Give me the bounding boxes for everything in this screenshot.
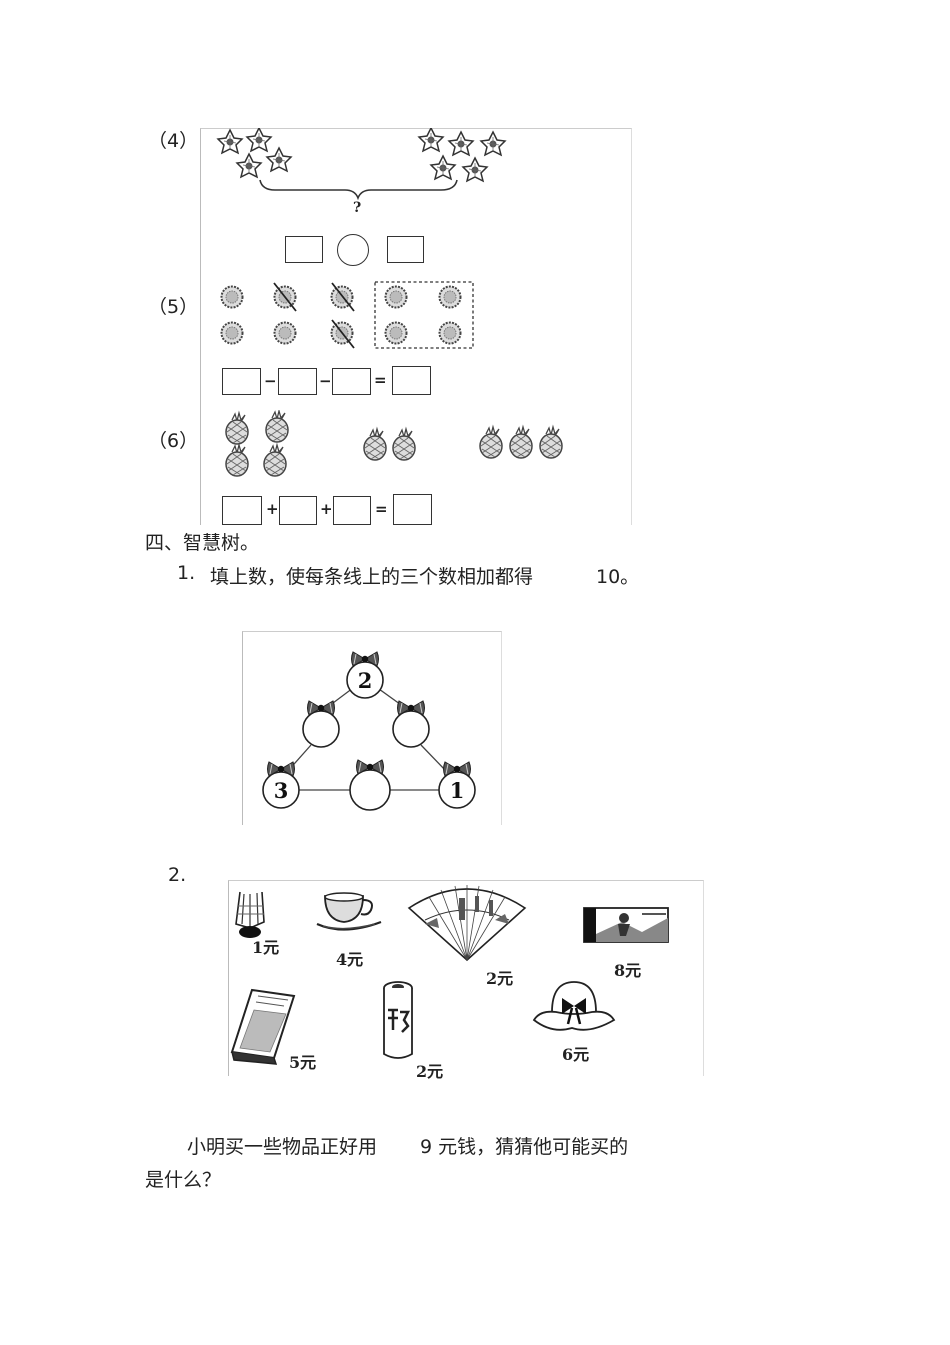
q5-answer-box-4[interactable]	[392, 366, 431, 395]
q4-question-mark: ?	[353, 200, 362, 216]
q6-plus-sign-2: +	[320, 500, 333, 518]
fan-icon	[407, 885, 527, 962]
item1-instruction: 填上数，使每条线上的三个数相加都得	[210, 566, 534, 588]
q5-minus-sign-2: −	[319, 372, 332, 390]
q6-equals-sign: =	[375, 500, 388, 518]
shuttlecock-price: 1元	[252, 938, 280, 957]
drink-can-price: 2元	[416, 1062, 444, 1081]
circle-right-middle	[392, 710, 430, 748]
item1-target-sum: 10。	[596, 566, 640, 588]
q4-answer-box-2[interactable]	[387, 236, 424, 263]
picture-box-icon	[583, 907, 669, 943]
q5-answer-box-3[interactable]	[332, 368, 371, 395]
q6-pineapples-illustration	[225, 410, 563, 477]
q6-answer-box-1[interactable]	[222, 496, 262, 525]
q6-answer-box-2[interactable]	[279, 496, 317, 525]
q6-answer-box-3[interactable]	[333, 496, 371, 525]
number-top: 2	[358, 668, 373, 693]
triangle-puzzle: 2 3 1	[262, 651, 476, 811]
q6-label: （6）	[148, 430, 199, 452]
q5-answer-box-1[interactable]	[222, 368, 261, 395]
number-bottom-right: 1	[450, 778, 465, 803]
q5-equals-sign: =	[374, 371, 387, 389]
hat-price: 6元	[562, 1045, 590, 1064]
teacup-icon	[316, 892, 382, 931]
drink-can-icon	[383, 981, 413, 1059]
q5-balls-illustration	[220, 281, 474, 349]
circle-bottom-middle	[349, 769, 391, 811]
item2-question-line1-part2: 9 元钱，猜猜他可能买的	[420, 1136, 629, 1158]
q6-answer-box-4[interactable]	[393, 494, 432, 525]
q4-operator-circle[interactable]	[337, 234, 369, 266]
picture-box-price: 8元	[614, 961, 642, 980]
section-title: 四、智慧树。	[145, 532, 260, 554]
q5-minus-sign-1: −	[264, 372, 277, 390]
q6-plus-sign-1: +	[266, 500, 279, 518]
circle-left-middle	[302, 710, 340, 748]
number-bottom-left: 3	[274, 778, 289, 803]
q5-answer-box-2[interactable]	[278, 368, 317, 395]
q4-label: （4）	[148, 130, 199, 152]
item2-question-line2: 是什么？	[145, 1169, 222, 1191]
teacup-price: 4元	[336, 950, 364, 969]
q4-answer-box-1[interactable]	[285, 236, 323, 263]
item1-number: 1.	[177, 562, 196, 584]
notebook-price: 5元	[289, 1053, 317, 1072]
fan-price: 2元	[486, 969, 514, 988]
q4-flowers-illustration	[217, 128, 506, 201]
notebook-icon	[230, 988, 296, 1065]
shuttlecock-icon	[235, 891, 265, 938]
item2-question-line1-part1: 小明买一些物品正好用	[187, 1136, 378, 1158]
q5-label: （5）	[148, 296, 199, 318]
hat-icon	[532, 981, 616, 1031]
item2-number: 2.	[168, 864, 187, 886]
